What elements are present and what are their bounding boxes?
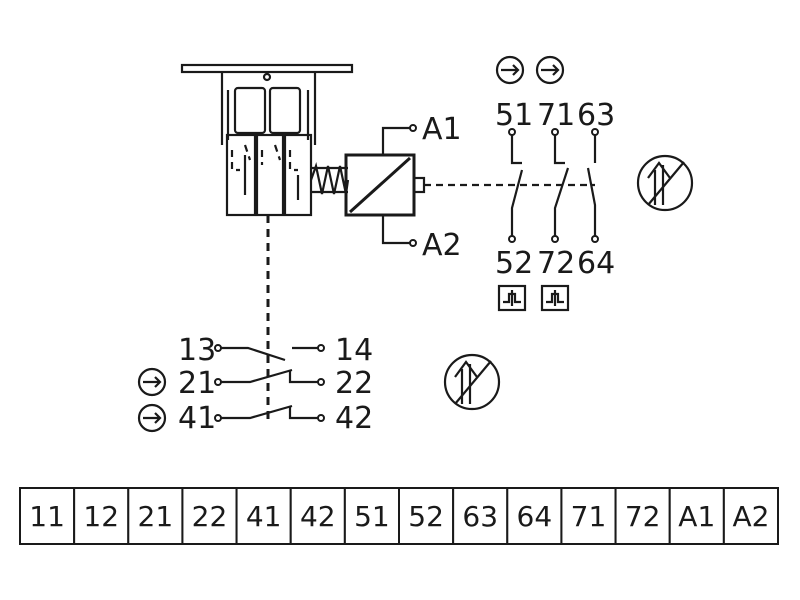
- housing-sides: [220, 72, 317, 145]
- terminal-strip: 11 12 21 22 41 42 51 52 63 64 71 72 A1 A2: [19, 487, 779, 545]
- mounting-plate: [180, 63, 354, 74]
- aux-contact-63-64: [586, 135, 597, 236]
- terminal-cell: [560, 487, 617, 545]
- aux-label-72: 72: [537, 246, 575, 281]
- main-label-21: 21: [178, 366, 216, 401]
- terminal-cell: [181, 487, 238, 545]
- aux-contact-71-72: [553, 135, 570, 236]
- coil-label-a1: A1: [422, 112, 462, 147]
- terminal-label: 51: [354, 500, 390, 533]
- terminal-label: 72: [625, 500, 661, 533]
- main-label-42: 42: [335, 401, 373, 436]
- mounting-hole: [262, 72, 272, 82]
- housing-window-left: [233, 86, 267, 135]
- terminal-label: 64: [517, 500, 553, 533]
- arrow-circle-icon: [535, 55, 565, 85]
- coil-lead-a2: [381, 215, 410, 245]
- aux-label-64: 64: [577, 246, 615, 281]
- terminal-label: 42: [300, 500, 336, 533]
- aux-label-63: 63: [577, 98, 615, 133]
- main-contact-21-22: [221, 368, 318, 384]
- terminal-label: 63: [462, 500, 498, 533]
- spring: [309, 161, 350, 195]
- terminal-label: 71: [571, 500, 607, 533]
- no-climbing-symbol-icon: [443, 353, 501, 411]
- housing-inner-lines: [226, 90, 310, 140]
- terminal-label: A1: [678, 500, 715, 533]
- aux-contacts: 51 71 63 52 72 64: [495, 55, 694, 312]
- aux-contact-51-52: [510, 135, 524, 236]
- main-label-13: 13: [178, 333, 216, 368]
- main-label-22: 22: [335, 366, 373, 401]
- terminal-label: 52: [408, 500, 444, 533]
- main-label-41: 41: [178, 401, 216, 436]
- coil-label-a2: A2: [422, 228, 462, 263]
- arrow-circle-icon: [137, 367, 167, 397]
- terminal-cell: [289, 487, 346, 545]
- spring-guides: [311, 166, 348, 194]
- aux-label-71: 71: [537, 98, 575, 133]
- terminal-label: 12: [83, 500, 119, 533]
- coil-terminal-a1: [409, 124, 417, 132]
- block-internal-dashes: [230, 144, 298, 172]
- contact-block-3: [283, 133, 313, 217]
- terminal-cell: [127, 487, 184, 545]
- aux-label-51: 51: [495, 98, 533, 133]
- block-internal-lines: [243, 155, 300, 200]
- aux-label-52: 52: [495, 246, 533, 281]
- coil-lead-a1: [381, 126, 410, 155]
- coil-diagonal: [348, 156, 412, 214]
- contact-block-1: [225, 133, 257, 217]
- housing-window-right: [268, 86, 302, 135]
- actuator-assembly: A1 A2: [180, 63, 462, 263]
- contact-block-2: [255, 133, 285, 217]
- no-climbing-symbol-icon: [636, 154, 694, 212]
- delay-box-icon: [497, 284, 527, 312]
- terminal-label: 22: [192, 500, 228, 533]
- terminal-cell: [235, 487, 292, 545]
- main-contact-13-14: [221, 346, 318, 362]
- arrow-circle-icon: [137, 403, 167, 433]
- coil-terminal-a2: [409, 239, 417, 247]
- terminal-label: 21: [138, 500, 174, 533]
- delay-box-icon: [540, 284, 570, 312]
- arrow-circle-icon: [495, 55, 525, 85]
- main-contacts: 13 21 41 14 22 42: [137, 333, 501, 436]
- main-contact-41-42: [221, 404, 318, 420]
- terminal-cell: [614, 487, 671, 545]
- main-label-14: 14: [335, 333, 373, 368]
- terminal-label: 11: [29, 500, 65, 533]
- terminal-label: A2: [732, 500, 769, 533]
- terminal-label: 41: [246, 500, 282, 533]
- terminal-cell: [722, 487, 779, 545]
